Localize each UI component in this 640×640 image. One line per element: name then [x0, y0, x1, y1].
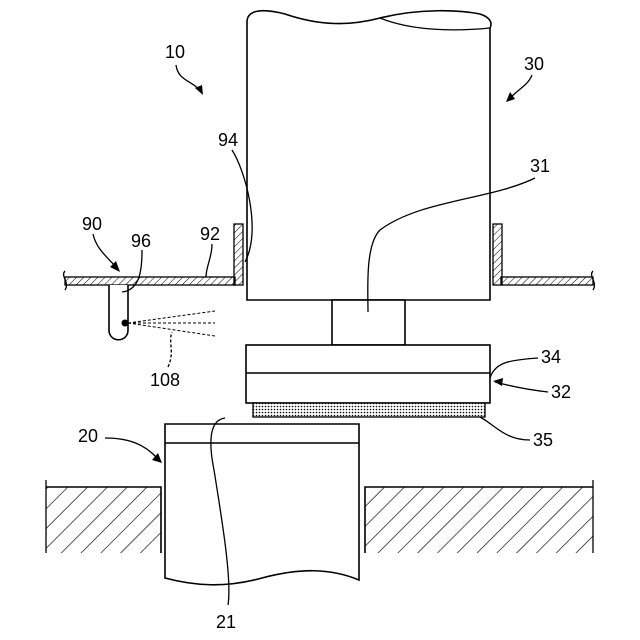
- label-cover-plate: 92: [200, 224, 220, 244]
- arrow-head: [506, 92, 515, 102]
- label-wafer: 21: [216, 612, 236, 632]
- leader-spray: [168, 332, 172, 367]
- leader-table: [105, 438, 157, 458]
- leader-head: [510, 75, 532, 98]
- arrow-pad-unit: [493, 378, 503, 386]
- label-cover-wall: 94: [218, 130, 238, 150]
- label-nozzle: 96: [131, 231, 151, 251]
- label-device: 10: [165, 42, 185, 62]
- leader-cover: [93, 234, 115, 266]
- label-spindle: 31: [530, 156, 550, 176]
- label-plate: 34: [541, 347, 561, 367]
- leader-pad-unit: [495, 382, 548, 392]
- leader-device: [176, 65, 200, 90]
- chuck-table: [165, 424, 359, 585]
- leader-plate: [490, 358, 538, 378]
- label-spray: 108: [150, 370, 180, 390]
- leader-pad: [480, 417, 530, 440]
- leader-cover-plate: [206, 244, 212, 277]
- label-pad: 35: [533, 430, 553, 450]
- label-head: 30: [524, 54, 544, 74]
- label-cover: 90: [82, 214, 102, 234]
- label-table: 20: [78, 426, 98, 446]
- polishing-unit: [246, 345, 490, 417]
- nozzle: [109, 285, 129, 340]
- label-pad-unit: 32: [551, 382, 571, 402]
